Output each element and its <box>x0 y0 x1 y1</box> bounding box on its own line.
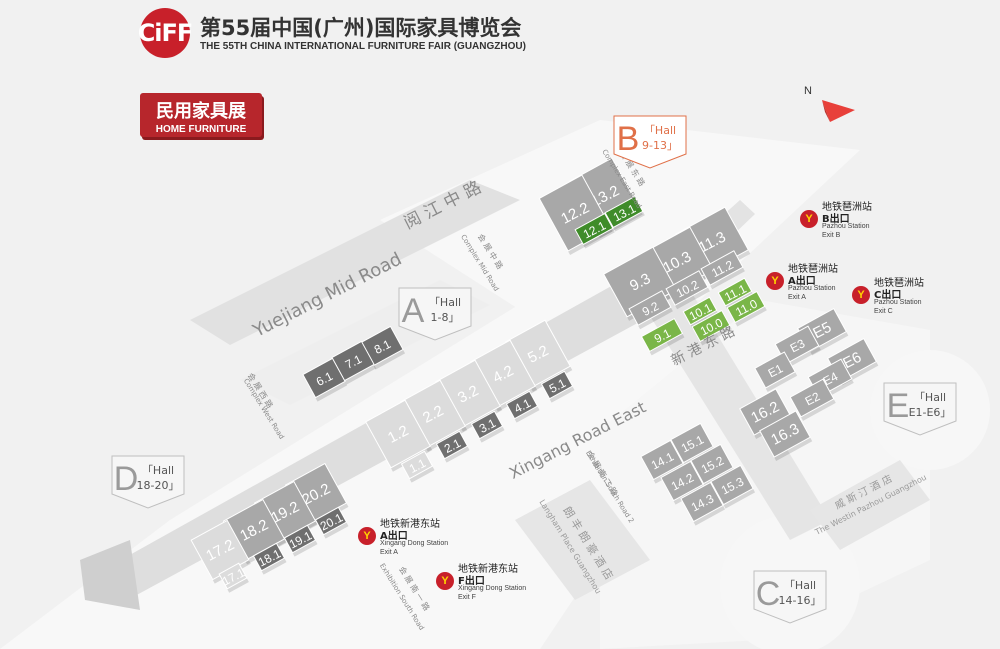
hall-14-2[interactable] <box>660 460 704 502</box>
area-letter: A <box>402 292 425 330</box>
hall-10-0[interactable] <box>691 309 731 343</box>
area-range: 18-20」 <box>137 479 180 492</box>
hall-1-2[interactable] <box>365 399 431 469</box>
hall-label: 6.1 <box>314 369 336 389</box>
area-letter: D <box>114 460 139 498</box>
metro-icon: Y <box>358 527 376 545</box>
hall-9-2[interactable] <box>628 290 672 326</box>
badge-en: HOME FURNITURE <box>155 124 247 135</box>
area-marker-a[interactable]: A 「Hall 1-8」 <box>398 287 472 341</box>
area-range: 1-8」 <box>431 311 460 324</box>
hall-10-1[interactable] <box>682 296 718 326</box>
hall-11-0[interactable] <box>726 290 766 324</box>
compass-letter: N <box>804 85 812 97</box>
hall-3-1[interactable] <box>470 410 504 440</box>
hall-label: 2.1 <box>442 436 464 456</box>
road-xingang-sw <box>640 290 830 540</box>
hall-15-2[interactable] <box>690 443 734 485</box>
hall-20-1[interactable] <box>314 506 348 536</box>
hall-1-1[interactable] <box>400 450 434 480</box>
hall-2-1[interactable] <box>435 430 469 460</box>
area-range: 14-16」 <box>779 594 822 607</box>
area-marker-b[interactable]: B 「Hall 9-13」 <box>613 115 687 169</box>
hall-16-3[interactable] <box>759 410 811 458</box>
area-letter: E <box>887 387 910 425</box>
road-arrow-tip <box>80 540 140 610</box>
area-title: 「Hall <box>914 391 946 404</box>
hall-label: 8.1 <box>372 337 394 357</box>
area-shield <box>613 115 687 169</box>
area-title: 「Hall <box>784 579 816 592</box>
metro-icon: Y <box>436 572 454 590</box>
title-cn: 第55届中国(广州)国际家具博览会 <box>200 16 522 40</box>
hall-label: 7.1 <box>343 352 365 372</box>
hall-label: E6 <box>840 349 864 372</box>
hall-19-1[interactable] <box>283 524 317 554</box>
area-range: E1-E6」 <box>909 406 952 419</box>
area-marker-c[interactable]: C「Hall 14-16」 <box>753 570 827 624</box>
area-shield <box>753 570 827 624</box>
hall-5-1[interactable] <box>540 370 574 400</box>
hall-label: E3 <box>788 336 808 355</box>
area-title: 「Hall <box>644 124 676 137</box>
badge-cn: 民用家具展 <box>156 101 246 122</box>
hall-label: E2 <box>803 389 823 408</box>
station-pazhou-exit-b[interactable]: Y 地铁琶洲站 B出口 Pazhou Station Exit B <box>800 198 910 244</box>
hall-18-1[interactable] <box>252 542 286 572</box>
compass-arrow <box>822 100 855 122</box>
title-en: THE 55TH CHINA INTERNATIONAL FURNITURE F… <box>200 41 526 52</box>
hall-11-2[interactable] <box>700 250 744 286</box>
hall-17-1[interactable] <box>218 562 248 590</box>
metro-icon: Y <box>852 286 870 304</box>
area-shield <box>111 455 185 509</box>
area-letter: C <box>756 575 781 613</box>
metro-icon: Y <box>800 210 818 228</box>
hall-10-2[interactable] <box>665 270 709 306</box>
compass-arrow-shade <box>822 100 830 122</box>
metro-icon: Y <box>766 272 784 290</box>
compass: N <box>804 85 855 122</box>
lot-westin <box>810 460 930 550</box>
area-title: 「Hall <box>429 296 461 309</box>
hall-label: 3.1 <box>477 416 499 436</box>
area-letter: B <box>617 120 640 158</box>
hall-17-2[interactable] <box>190 519 250 581</box>
home-furniture-badge: 民用家具展 HOME FURNITURE <box>140 93 262 137</box>
hall-12-1[interactable] <box>574 212 614 246</box>
area-shield <box>398 287 472 341</box>
lot-langham <box>515 480 650 600</box>
station-pazhou-exit-c[interactable]: Y 地铁琶洲站 C出口 Pazhou Station Exit C <box>852 274 962 320</box>
hall-15-1[interactable] <box>670 422 714 464</box>
station-xingang-exit-f[interactable]: Y 地铁新港东站 F出口 Xingang Dong Station Exit F <box>436 560 546 606</box>
hall-9-1[interactable] <box>640 317 684 353</box>
hall-13-1[interactable] <box>604 195 644 229</box>
hall-label: 4.1 <box>512 396 534 416</box>
hall-4-1[interactable] <box>505 390 539 420</box>
hall-E2[interactable] <box>789 378 835 418</box>
hall-label: 5.1 <box>547 376 569 396</box>
hall-E1[interactable] <box>754 351 796 389</box>
area-title: 「Hall <box>142 464 174 477</box>
hall-label: E5 <box>810 319 834 342</box>
station-xingang-exit-a[interactable]: Y 地铁新港东站 A出口 Xingang Dong Station Exit A <box>358 515 468 561</box>
road-yuejiang <box>190 180 520 345</box>
hall-14-3[interactable] <box>680 481 724 523</box>
hall-11-1[interactable] <box>717 277 753 307</box>
area-range: 9-13」 <box>642 139 678 152</box>
station-pazhou-exit-a[interactable]: Y 地铁琶洲站 A出口 Pazhou Station Exit A <box>766 260 876 306</box>
hall-label: 9.1 <box>652 326 674 346</box>
ciff-logo: CiFF <box>138 8 193 58</box>
hall-15-3[interactable] <box>710 464 754 506</box>
hall-label: 1.1 <box>407 456 429 476</box>
area-marker-d[interactable]: D「Hall 18-20」 <box>111 455 185 509</box>
area-shield <box>883 382 957 436</box>
fair-header: CiFF 第55届中国(广州)国际家具博览会 THE 55TH CHINA IN… <box>138 8 580 60</box>
hall-14-1[interactable] <box>640 439 684 481</box>
hall-label: 9.2 <box>640 299 662 319</box>
hall-label: E1 <box>766 361 786 380</box>
hall-6-1[interactable] <box>302 357 346 399</box>
